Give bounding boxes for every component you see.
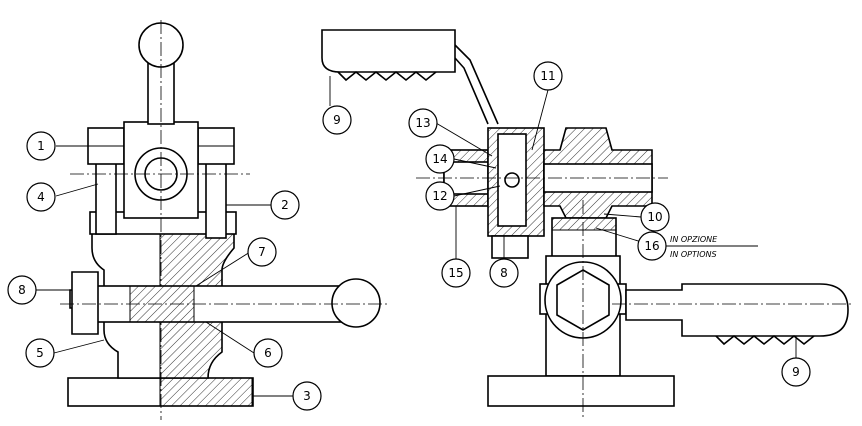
svg-text:15: 15 bbox=[448, 266, 463, 280]
svg-text:6: 6 bbox=[264, 346, 272, 360]
svg-text:16: 16 bbox=[644, 239, 659, 253]
left-lever-knob bbox=[331, 278, 381, 328]
callout-13: 13 bbox=[408, 108, 438, 138]
svg-text:3: 3 bbox=[303, 389, 311, 403]
right-side-lever-grip bbox=[715, 334, 815, 346]
svg-text:11: 11 bbox=[540, 69, 555, 83]
callout-bubbles: 1 4 2 7 8 5 6 3 9 13 11 14 12 10 15 8 16… bbox=[7, 61, 811, 411]
svg-text:10: 10 bbox=[647, 210, 662, 224]
svg-text:4: 4 bbox=[37, 190, 45, 204]
callout-14: 14 bbox=[425, 144, 455, 174]
callout-10: 10 bbox=[640, 202, 670, 232]
leader-lines bbox=[36, 76, 797, 397]
callout-8-right: 8 bbox=[489, 258, 519, 288]
callout-2: 2 bbox=[270, 190, 300, 220]
callout-1: 1 bbox=[26, 131, 56, 161]
right-side-lever bbox=[625, 283, 849, 337]
svg-text:14: 14 bbox=[432, 152, 447, 166]
options-note-en: IN OPTIONS bbox=[670, 250, 717, 259]
callout-9-top: 9 bbox=[322, 105, 352, 135]
right-top-lever bbox=[321, 29, 456, 73]
callout-9-bottom: 9 bbox=[781, 357, 811, 387]
svg-text:1: 1 bbox=[37, 139, 45, 153]
options-note-it: IN OPZIONE bbox=[670, 235, 718, 244]
left-valve-view bbox=[60, 20, 390, 420]
svg-text:7: 7 bbox=[258, 245, 266, 259]
svg-text:9: 9 bbox=[333, 113, 341, 127]
svg-text:8: 8 bbox=[500, 266, 508, 280]
svg-text:5: 5 bbox=[36, 346, 44, 360]
right-base-flange bbox=[487, 375, 675, 407]
svg-text:8: 8 bbox=[18, 283, 26, 297]
left-base-flange-hatch bbox=[159, 377, 253, 407]
callout-3: 3 bbox=[292, 381, 322, 411]
svg-text:12: 12 bbox=[432, 189, 447, 203]
right-top-lever-grip bbox=[337, 70, 437, 82]
callout-8-left: 8 bbox=[7, 275, 37, 305]
svg-text:2: 2 bbox=[281, 198, 289, 212]
callout-15: 15 bbox=[441, 258, 471, 288]
callout-11: 11 bbox=[533, 61, 563, 91]
callout-12: 12 bbox=[425, 181, 455, 211]
callout-5: 5 bbox=[25, 338, 55, 368]
svg-text:13: 13 bbox=[415, 116, 430, 130]
right-valve-view bbox=[321, 29, 852, 420]
callout-7: 7 bbox=[247, 237, 277, 267]
callout-6: 6 bbox=[253, 338, 283, 368]
right-bottom-nut bbox=[491, 235, 529, 259]
callout-16: 16 bbox=[637, 231, 667, 261]
right-top-lever-arm bbox=[454, 44, 499, 125]
svg-text:9: 9 bbox=[792, 365, 800, 379]
options-note: IN OPZIONE IN OPTIONS bbox=[670, 235, 718, 259]
callout-4: 4 bbox=[26, 182, 56, 212]
left-end-nut bbox=[71, 271, 99, 335]
